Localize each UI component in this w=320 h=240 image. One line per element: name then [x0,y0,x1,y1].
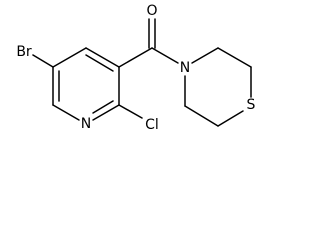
bond-cc-cd [184,105,219,127]
pyridine-ring [52,47,120,121]
carbonyl-oxygen-label: O [146,3,157,19]
chlorine-label: Cl [145,117,159,133]
morpholine-nitrogen-label: N [180,60,190,76]
bond-c2-cl [118,104,143,119]
bond-n1-c2-double [92,100,114,114]
bond-ca-cb [217,47,252,68]
bond-c3-c4 [85,47,120,68]
bond-c5-br [32,54,54,68]
bond-c6-n1 [52,104,80,121]
bond-n-ca [191,47,219,64]
bond-c4-c5 [52,47,87,68]
carbonyl-group [148,18,156,49]
bond-n1-c2 [92,104,120,121]
thiomorpholine-ring [184,47,252,127]
bromine-label: Br [16,44,32,60]
chemical-structure: Br N Cl O N S [16,3,256,133]
bond-s-cc [217,110,244,127]
bond-c3-c4-double [85,54,114,72]
bond-c3-carbonyl [118,47,153,68]
sulfur-label: S [247,97,256,113]
bond-carbonyl-n [151,47,179,64]
pyridine-nitrogen-label: N [81,116,91,132]
